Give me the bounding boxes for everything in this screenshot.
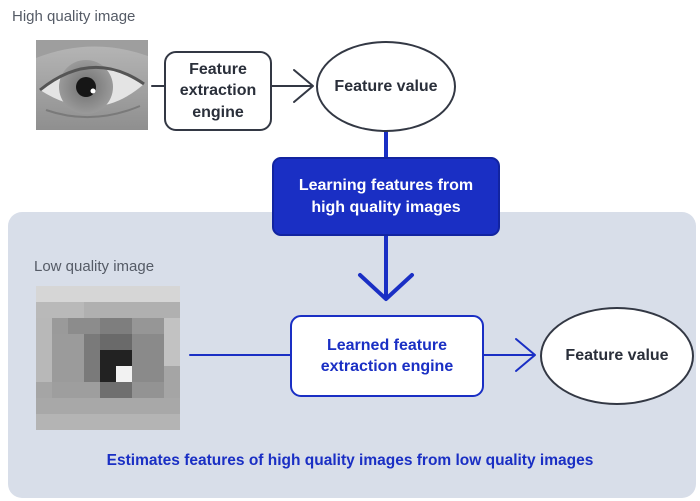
low-quality-image-label: Low quality image [34,258,155,275]
diagram-caption: Estimates features of high quality image… [106,452,594,469]
feature-value-ellipse-bottom: Feature value [540,307,694,405]
arrowhead-engine-to-feature [293,69,314,103]
learned-feature-extraction-engine-box: Learned feature extraction engine [290,315,484,397]
feature-value-label-top: Feature value [334,77,438,95]
feature-value-ellipse-top: Feature value [316,41,456,132]
high-quality-eye-image [36,40,148,130]
arrowhead-learning-to-learned [358,273,414,301]
learning-features-box: Learning features from high quality imag… [272,157,500,236]
arrowhead-learned-to-feature [515,338,536,372]
feature-extraction-engine-box: Feature extraction engine [164,51,272,131]
low-quality-eye-image [36,286,180,430]
learned-feature-extraction-engine-label: Learned feature extraction engine [320,336,454,375]
high-quality-image-label: High quality image [12,8,136,25]
feature-extraction-engine-label: Feature extraction engine [179,61,257,121]
feature-value-label-bottom: Feature value [565,347,669,364]
learning-features-label: Learning features from high quality imag… [298,177,474,216]
